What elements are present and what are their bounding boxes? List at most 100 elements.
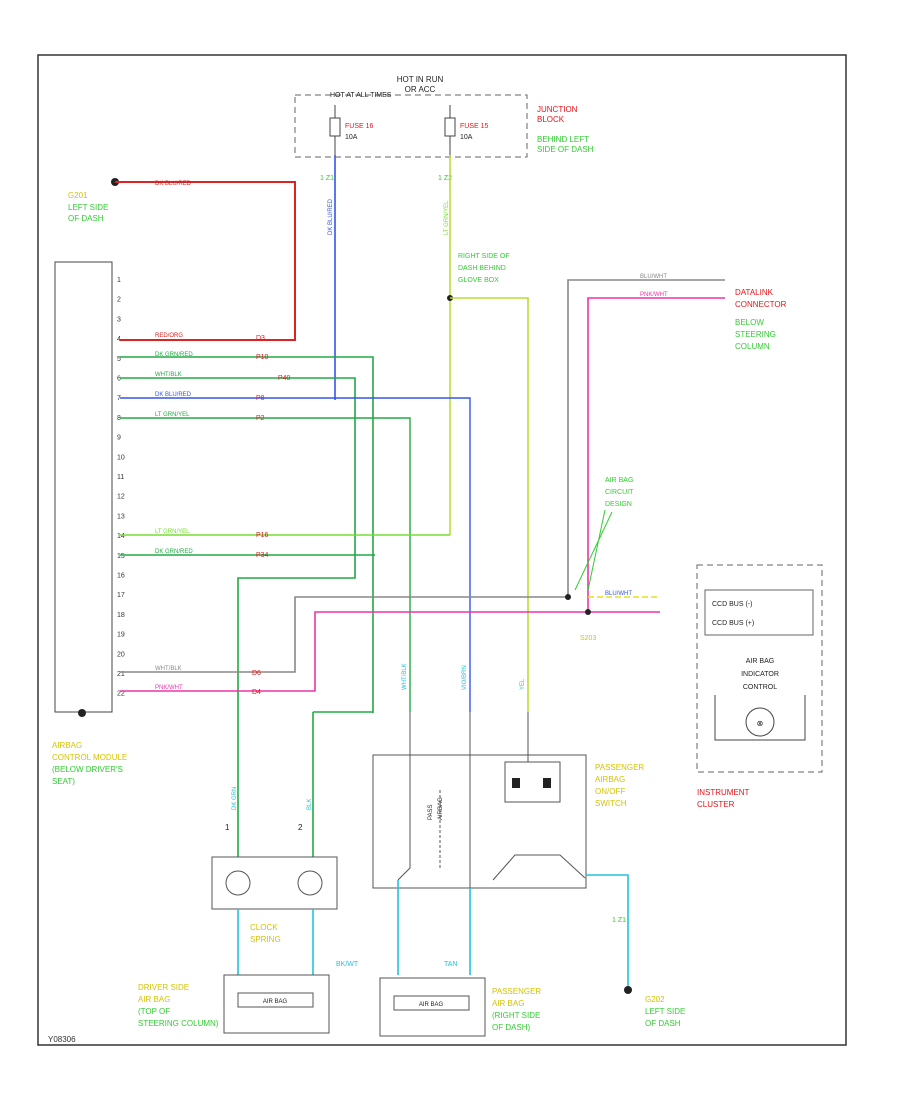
switch-lamp-1 [512,778,520,788]
driver-airbag-unit: AIR BAG [263,999,288,1005]
wire-d4 [120,611,660,692]
junction-block-label-1: JUNCTION [537,105,578,114]
g201-label-3: OF DASH [68,214,104,223]
passenger-airbag-squib [393,995,470,1011]
wire-label-5: LT GRN/YEL [155,529,190,535]
clock-spring: 1 2 CLOCK SPRING [211,823,338,944]
airbag-control-module [54,261,113,717]
wire-label-6: DK GRN/RED [155,549,193,555]
connector-label-P40: P40 [278,375,291,382]
module-pin-15: 15 [117,553,125,560]
driver-airbag-label-1: DRIVER SIDE [138,983,189,992]
module-ground-dot [78,709,86,717]
passenger-switch-label-2: AIRBAG [595,775,625,784]
g202-label-1: G202 [645,995,665,1004]
fuse1-rating: 10A [345,134,358,141]
junction-block-label-3: BEHIND LEFT [537,135,589,144]
circuit-design-pointer [587,509,606,591]
cluster-label-2: CLUSTER [697,800,735,809]
clockspring-coil-1 [225,870,251,896]
wire-label-4: LT GRN/YEL [155,412,190,418]
connector-label-P34: P34 [256,552,269,559]
junction-block-outline [294,94,528,158]
connector-label-P8: P8 [256,395,265,402]
module-label-4: SEAT) [52,777,75,786]
bottom-label-1: BK/WT [336,961,359,968]
datalink-label-1: DATALINK [735,288,774,297]
connector-label-D4: D4 [252,689,261,696]
driver-airbag-squib [237,992,314,1008]
fuse2-rating: 10A [460,134,473,141]
junction-block-label-2: BLOCK [537,115,565,124]
module-label-1: AIRBAG [52,741,82,750]
diagram-frame [37,54,847,1046]
connector-label-D6: D6 [252,670,261,677]
datalink-splice-2 [585,609,591,615]
g202-label-3: OF DASH [645,1019,681,1028]
passenger-airbag-body [379,977,486,1037]
wire-g202 [586,874,629,990]
wire-label-3: DK BLU/RED [155,392,192,398]
switch-contact-1 [397,712,411,881]
ccd-bus-pos: CCD BUS (+) [712,620,754,627]
module-pin-13: 13 [117,513,125,520]
clockspring-pin-1: 1 [225,823,230,832]
wire-datalink-gray [567,279,725,597]
hot-in-run-label-2: OR ACC [405,85,436,94]
circuit-design-label-2: CIRCUIT [605,489,634,496]
module-pin-12: 12 [117,494,125,501]
module-pin-4: 4 [117,336,121,343]
module-pin-7: 7 [117,395,121,402]
module-pin-5: 5 [117,356,121,363]
g202-label-2: LEFT SIDE [645,1007,685,1016]
clockspring-label-2: SPRING [250,935,281,944]
vlabel-3: WHT/BLK [402,663,408,690]
instrument-cluster: CCD BUS (-) CCD BUS (+) AIR BAG INDICATO… [696,564,823,809]
fuse2-name: FUSE 15 [460,123,489,130]
splice-s203: S203 [580,635,596,642]
module-pin-18: 18 [117,612,125,619]
module-pin-6: 6 [117,376,121,383]
wire-label-12: BLU/WHT [605,591,632,597]
module-pin-22: 22 [117,691,125,698]
splice-label-2: DASH BEHIND [458,265,506,272]
clockspring-label-1: CLOCK [250,923,278,932]
indicator-label-3: CONTROL [743,684,777,691]
passenger-airbag-label-2: AIR BAG [492,999,524,1008]
g201-label-1: G201 [68,191,88,200]
switch-body [372,754,587,889]
driver-airbag-label-2: AIR BAG [138,995,170,1004]
module-pin-3: 3 [117,316,121,323]
module-pin-20: 20 [117,651,125,658]
wire-label-9: DK BLU/RED [155,181,192,187]
connector-label-P10: P10 [256,354,269,361]
module-pin-14: 14 [117,533,125,540]
wire-red-ground [115,181,296,341]
module-pin-21: 21 [117,671,125,678]
hot-in-run-label: HOT IN RUN [397,75,444,84]
wire-label-1: DK GRN/RED [155,352,193,358]
driver-airbag-label-3: (TOP OF [138,1007,170,1016]
connector-label-D3: D3 [256,335,265,342]
wire-ylgrn-branch [450,297,529,712]
switch-center-2: AIRBAG [438,797,444,820]
lamp-wire [714,695,806,741]
vlabel-7: BLK [307,799,313,810]
module-pin-11: 11 [117,474,124,481]
wire-label-2: WHT/BLK [155,372,182,378]
passenger-airbag: AIR BAG [379,977,486,1037]
datalink-label-4: STEERING [735,330,776,339]
module-body [54,261,113,713]
wire-datalink-pink [587,297,725,612]
passenger-airbag-label-3: (RIGHT SIDE [492,1011,540,1020]
junction-block: HOT IN RUN OR ACC HOT AT ALL TIMES FUSE … [294,75,594,158]
passenger-switch-label-3: ON/OFF [595,787,625,796]
vlabel-4: VIO/BRN [462,665,468,690]
fuse1-symbol [329,117,341,137]
module-pin-17: 17 [117,592,125,599]
passenger-switch-label-1: PASSENGER [595,763,644,772]
passenger-airbag-label-1: PASSENGER [492,987,541,996]
g201-label-2: LEFT SIDE [68,203,108,212]
